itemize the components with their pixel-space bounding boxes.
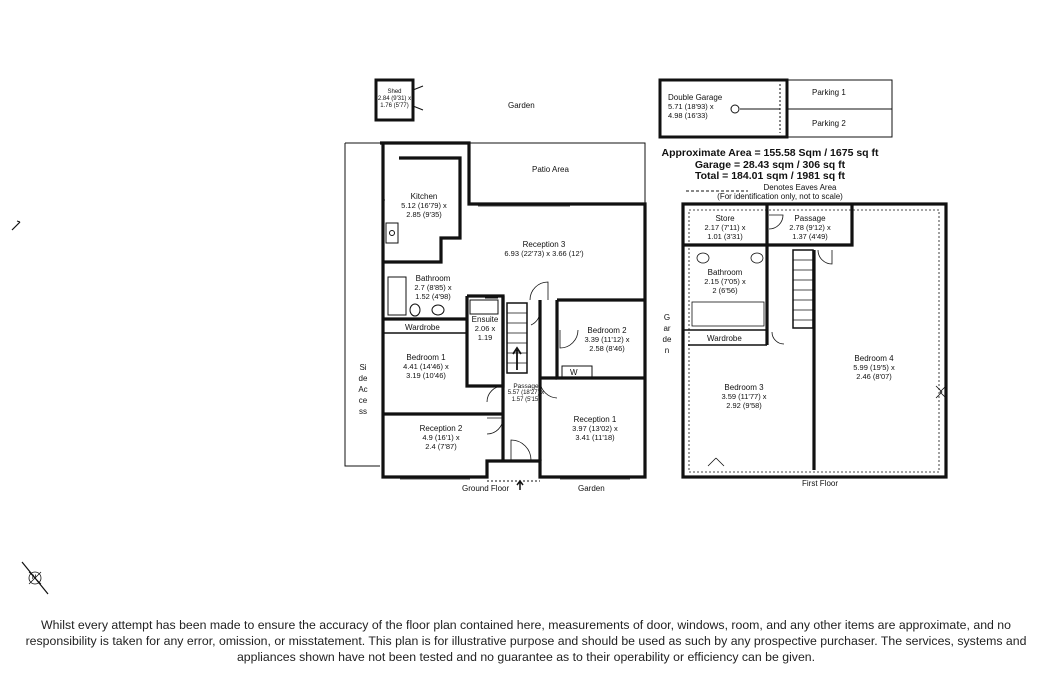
reception3-label: Reception 3 6.93 (22'73) x 3.66 (12') bbox=[504, 240, 584, 258]
ground-floor-outline bbox=[344, 141, 647, 479]
ensuite-label: Ensuite 2.06 x 1.19 bbox=[471, 315, 499, 342]
wardrobe-ff-label: Wardrobe bbox=[707, 334, 742, 343]
bedroom2-label: Bedroom 2 3.39 (11'12) x 2.58 (8'46) bbox=[584, 326, 630, 353]
ground-floor-label: Ground Floor bbox=[462, 484, 510, 493]
parking2-label: Parking 2 bbox=[812, 119, 846, 128]
bedroom4-label: Bedroom 4 5.99 (19'5) x 2.46 (8'07) bbox=[853, 354, 895, 381]
compass-rose bbox=[21, 561, 49, 595]
compass-letter: N bbox=[32, 575, 37, 581]
eaves-legend: Denotes Eaves Area (For identification o… bbox=[700, 183, 860, 201]
w-cupboard-label: W bbox=[570, 368, 578, 377]
store-label: Store 2.17 (7'11) x 1.01 (3'31) bbox=[704, 214, 746, 241]
passage-ff-label: Passage 2.78 (9'12) x 1.37 (4'49) bbox=[789, 214, 831, 241]
side-access-label: Side Access bbox=[358, 363, 368, 416]
wardrobe-gf-label: Wardrobe bbox=[405, 323, 440, 332]
kitchen-label: Kitchen 5.12 (16'79) x 2.85 (9'35) bbox=[401, 192, 447, 219]
double-garage-label: Double Garage 5.71 (18'93) x 4.98 (16'33… bbox=[668, 93, 723, 120]
garden-top-label: Garden bbox=[508, 101, 535, 110]
bedroom3-label: Bedroom 3 3.59 (11'77) x 2.92 (9'58) bbox=[721, 383, 767, 410]
bathroom-gf-label: Bathroom 2.7 (8'85) x 1.52 (4'98) bbox=[414, 274, 452, 301]
eaves-note: (For identification only, not to scale) bbox=[717, 192, 843, 201]
first-floor-label: First Floor bbox=[802, 479, 838, 488]
parking1-label: Parking 1 bbox=[812, 88, 846, 97]
shed-outline bbox=[374, 78, 415, 122]
shed-label: Shed 2.84 (9'31) x 1.76 (5'77) bbox=[377, 89, 412, 109]
garage-area-line: Garage = 28.43 sqm / 306 sq ft bbox=[694, 158, 846, 171]
garden-side-label: Garden bbox=[662, 313, 672, 355]
reception2-label: Reception 2 4.9 (16'1) x 2.4 (7'87) bbox=[419, 424, 463, 451]
area-summary: Approximate Area = 155.58 Sqm / 1675 sq … bbox=[660, 147, 880, 183]
bathroom-ff-label: Bathroom 2.15 (7'05) x 2 (6'56) bbox=[704, 268, 746, 295]
garden-bottom-label: Garden bbox=[578, 484, 605, 493]
area-total-line: Approximate Area = 155.58 Sqm / 1675 sq … bbox=[661, 147, 879, 159]
first-floor-outline bbox=[681, 202, 948, 479]
disclaimer-text: Whilst every attempt has been made to en… bbox=[25, 618, 1027, 664]
reception1-label: Reception 1 3.97 (13'02) x 3.41 (11'18) bbox=[572, 415, 618, 442]
passage-gf-label: Passage 5.57 (18'27) x 1.57 (5'15) bbox=[507, 383, 545, 403]
eaves-title: Denotes Eaves Area bbox=[763, 183, 837, 192]
bedroom1-label: Bedroom 1 4.41 (14'46) x 3.19 (10'46) bbox=[403, 353, 449, 380]
patio-label: Patio Area bbox=[532, 165, 569, 174]
grand-total-line: Total = 184.01 sqm / 1981 sq ft bbox=[694, 170, 846, 182]
